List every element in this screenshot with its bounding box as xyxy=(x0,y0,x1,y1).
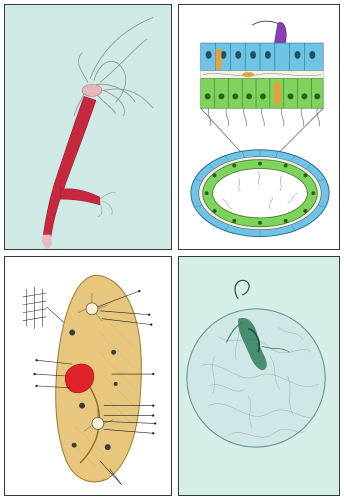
tissue-diagram-panel xyxy=(178,4,340,250)
volvox-sphere xyxy=(187,309,325,447)
label-dots-left xyxy=(33,359,37,387)
hydra-basal-disc xyxy=(42,235,52,249)
paramecium-panel xyxy=(4,256,172,496)
hydra-bud-tentacles xyxy=(98,192,116,216)
volvox-panel xyxy=(178,256,340,496)
hydra-body-column xyxy=(43,96,96,240)
volvox-illustration xyxy=(179,257,339,495)
cross-section-ring xyxy=(191,150,329,237)
hydra-hypostome xyxy=(82,85,102,97)
hydra-bud xyxy=(60,189,100,205)
hydra-panel xyxy=(4,4,172,250)
ectoderm-layer xyxy=(201,43,323,71)
endoderm-layer xyxy=(201,79,323,109)
flagella xyxy=(208,108,319,126)
cilia-inset xyxy=(23,287,66,328)
hydra-illustration xyxy=(5,5,171,249)
volvox-loop xyxy=(235,280,249,299)
mesoglea-layer xyxy=(201,71,323,79)
paramecium-diagram xyxy=(5,257,171,495)
tissue-diagram xyxy=(179,5,339,249)
cnidocil-thread xyxy=(252,21,278,25)
